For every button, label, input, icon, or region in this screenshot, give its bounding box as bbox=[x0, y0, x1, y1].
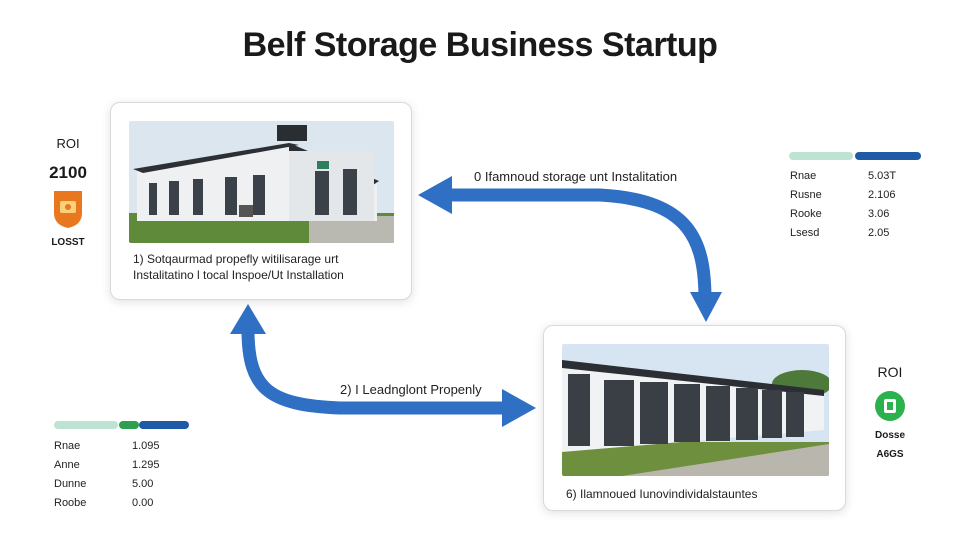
step-caption-2: 6) Ilamnoued Iunovindividalstauntes bbox=[566, 487, 758, 501]
legend-bar-light bbox=[54, 421, 118, 429]
storage-building-photo bbox=[129, 121, 394, 243]
step-card-2: 6) Ilamnoued Iunovindividalstauntes bbox=[543, 325, 846, 511]
step-caption-1: 1) Sotqaurmad propefly witilisarage urt … bbox=[133, 251, 403, 283]
roi-left-label: ROI bbox=[56, 136, 80, 151]
arrow-up-head bbox=[230, 304, 266, 334]
roi-right-line2: A6GS bbox=[876, 449, 904, 460]
step-caption-1-line2: Instalitatino l tocal Inspoe/Ut Installa… bbox=[133, 268, 344, 282]
legend-bar-dark bbox=[855, 152, 921, 160]
storage-units-photo bbox=[562, 344, 829, 476]
arrow-bottom-head bbox=[502, 389, 536, 427]
arrow-down-head bbox=[690, 292, 722, 322]
roi-right: ROI Dosse A6GS bbox=[862, 364, 918, 460]
legend-bar-green bbox=[119, 421, 139, 429]
legend-bar-light bbox=[789, 152, 853, 160]
arrow-label-top: 0 Ifamnoud storage unt Instalitation bbox=[474, 169, 678, 184]
legend-bar-dark bbox=[139, 421, 189, 429]
check-circle-icon bbox=[874, 390, 906, 422]
page-title: Belf Storage Business Startup bbox=[242, 26, 718, 64]
roi-left-value: 2100 bbox=[49, 163, 87, 182]
arrow-label-middle: 2) I Leadnglont Propenly bbox=[340, 382, 482, 397]
arrow-bottom bbox=[241, 329, 505, 415]
step-caption-1-line1: 1) Sotqaurmad propefly witilisarage urt bbox=[133, 252, 339, 266]
roi-right-line1: Dosse bbox=[874, 430, 905, 441]
step-card-1: 1) Sotqaurmad propefly witilisarage urt … bbox=[110, 102, 412, 300]
arrow-top bbox=[450, 188, 712, 301]
arrow-top-head bbox=[418, 176, 452, 214]
roi-left-caption: LOSST bbox=[51, 237, 85, 248]
roi-left: ROI 2100 LOSST bbox=[40, 136, 96, 248]
safe-icon bbox=[51, 189, 85, 229]
roi-right-label: ROI bbox=[877, 364, 903, 380]
